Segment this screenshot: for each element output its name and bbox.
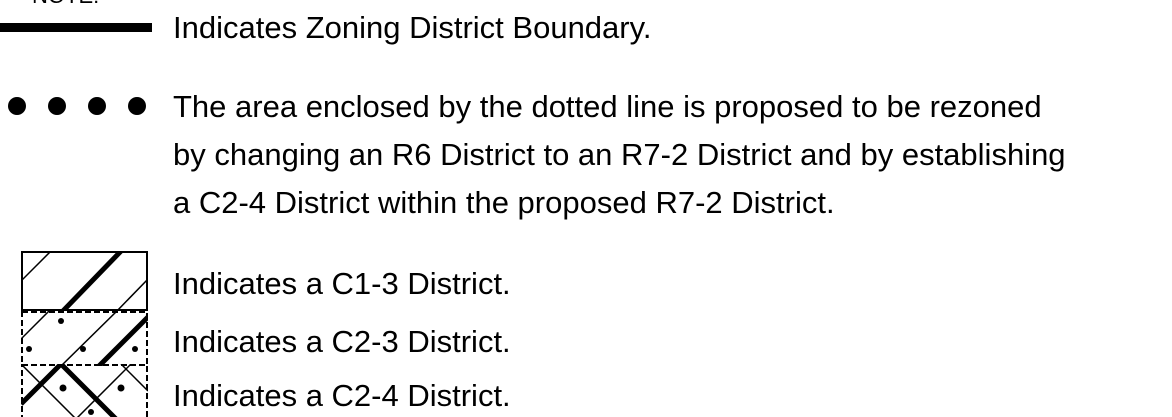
- c1-3-legend-text: Indicates a C1-3 District.: [173, 266, 511, 301]
- hatch-c2-3-icon: [21, 311, 148, 366]
- rezoning-legend-line-2: by changing an R6 District to an R7-2 Di…: [173, 137, 1066, 172]
- c2-3-legend-text: Indicates a C2-3 District.: [173, 324, 511, 359]
- thick-line-icon: [0, 23, 152, 32]
- rezoning-legend-line-1: The area enclosed by the dotted line is …: [173, 89, 1042, 124]
- hatch-c2-4-icon: [21, 364, 148, 417]
- rezoning-legend-line-3: a C2-4 District within the proposed R7-2…: [173, 185, 835, 220]
- boundary-legend-text: Indicates Zoning District Boundary.: [173, 10, 652, 45]
- note-label: NOTE:: [32, 0, 99, 8]
- c2-4-legend-text: Indicates a C2-4 District.: [173, 378, 511, 413]
- dotted-line-icon: [8, 97, 146, 115]
- hatch-c1-3-icon: [21, 251, 148, 311]
